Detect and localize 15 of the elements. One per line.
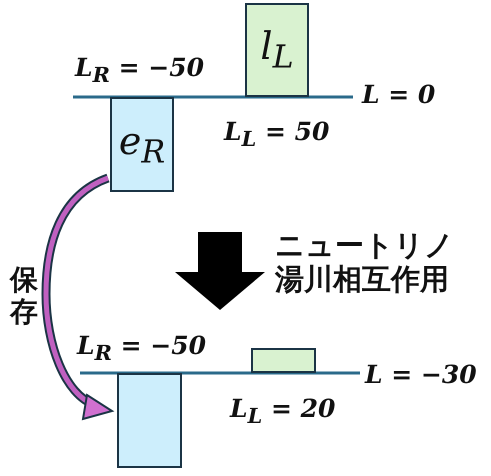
particle-label: l$_{L}$: [260, 24, 294, 76]
particle-label: e$_{R}$: [118, 118, 166, 170]
quantum-number-label: L = −30: [365, 360, 477, 389]
edge-label: 保存: [10, 264, 39, 328]
level-box: [117, 373, 182, 468]
particle-box: [110, 97, 174, 192]
quantum-number-label: L$_{L}$ = 50: [224, 117, 330, 151]
quantum-number-label: L = 0: [362, 80, 436, 109]
particle-box: [245, 3, 309, 97]
quantum-number-label: L$_{R}$ = −50: [77, 331, 206, 365]
curved-arrow: [42, 174, 114, 420]
quantum-number-label: L$_{L}$ = 20: [230, 394, 336, 428]
annotation-text: ニュートリノ湯川相互作用: [275, 228, 455, 296]
quantum-number-label: L$_{R}$ = −50: [75, 53, 204, 87]
level-box: [251, 348, 316, 373]
